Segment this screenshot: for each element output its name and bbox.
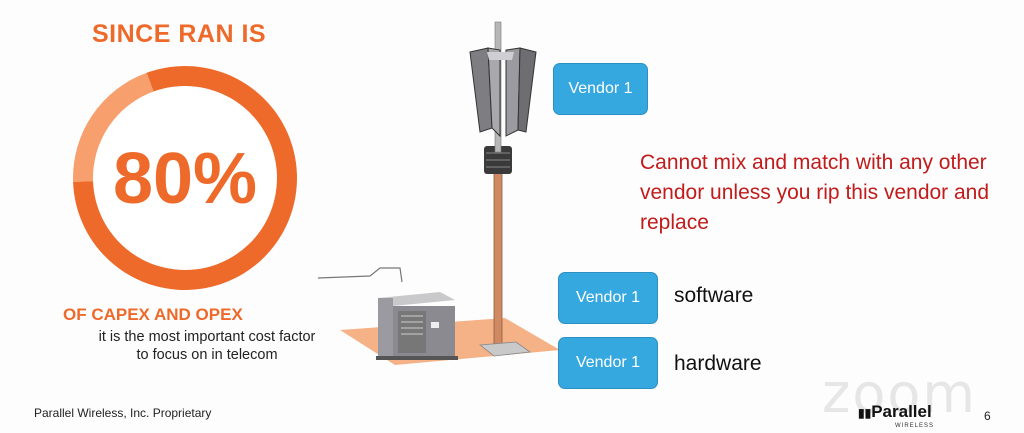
logo-subtext: WIRELESS bbox=[895, 423, 935, 429]
description: it is the most important cost factor to … bbox=[98, 329, 316, 363]
parallel-logo: ▮▮Parallel bbox=[858, 402, 932, 422]
donut-bg bbox=[73, 66, 297, 290]
donut-percent: 80% bbox=[113, 139, 257, 219]
capex-label: OF CAPEX AND OPEX bbox=[63, 305, 243, 324]
cable bbox=[317, 267, 403, 283]
donut-remainder-arc bbox=[73, 72, 154, 182]
software-label: software bbox=[674, 284, 754, 307]
equipment-cabinet bbox=[376, 292, 458, 360]
antenna-panels bbox=[469, 47, 537, 138]
page-number: 6 bbox=[984, 409, 991, 423]
hardware-label: hardware bbox=[674, 352, 762, 375]
zoom-watermark: zoom bbox=[822, 362, 978, 425]
logo-text: Parallel bbox=[871, 402, 932, 421]
vendor-lock-note: Cannot mix and match with any other vend… bbox=[640, 151, 990, 234]
slide-title: SINCE RAN IS bbox=[92, 20, 267, 48]
vendor-hardware-box: Vendor 1 bbox=[558, 337, 658, 389]
donut-chart: 80% bbox=[73, 66, 297, 290]
logo-bars-icon: ▮▮ bbox=[858, 406, 872, 420]
vendor-antenna-box: Vendor 1 bbox=[553, 63, 648, 115]
footer-text: Parallel Wireless, Inc. Proprietary bbox=[34, 406, 212, 420]
vendor-software-box: Vendor 1 bbox=[558, 272, 658, 324]
